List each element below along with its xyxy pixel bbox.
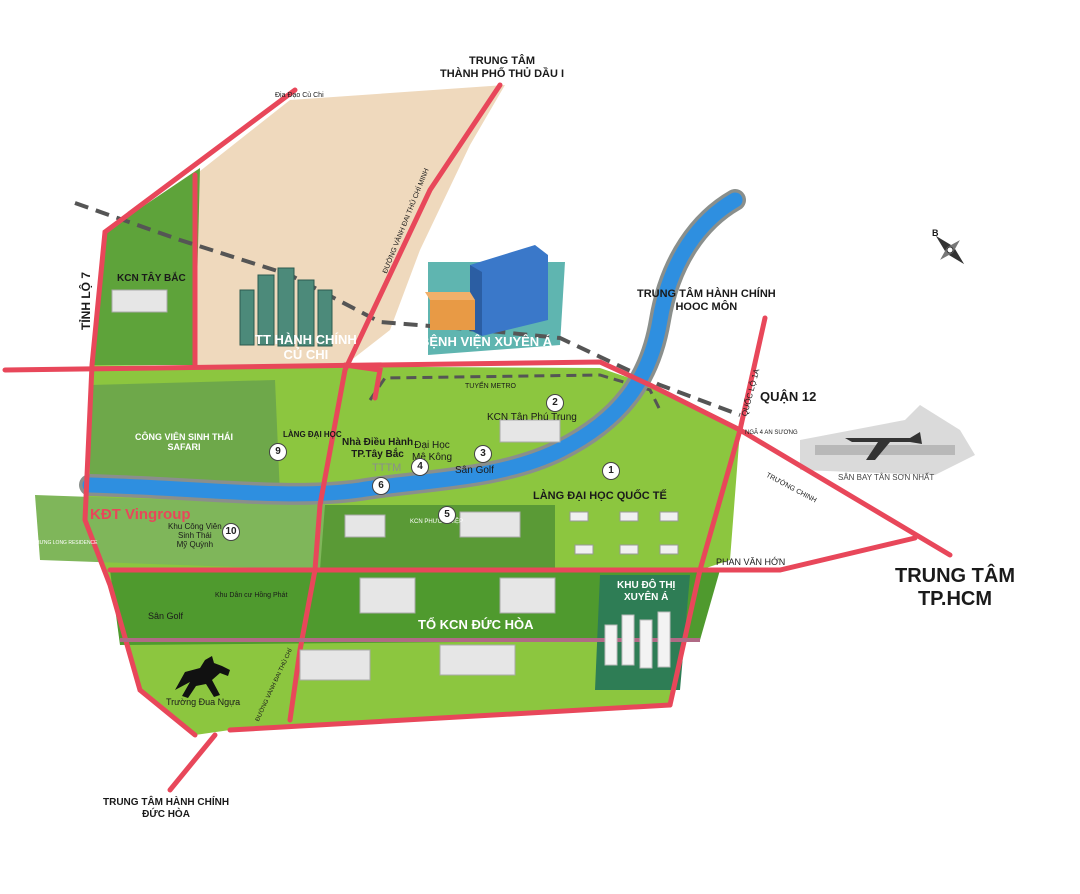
- kcn-tay-bac-zone: [92, 168, 200, 365]
- lang-dai-hoc-label: LÀNG ĐẠI HỌC: [283, 430, 342, 439]
- marker-9: 9: [269, 443, 287, 461]
- tt-duc-hoa-label: TRUNG TÂM HÀNH CHÍNH ĐỨC HÒA: [103, 797, 230, 820]
- san-bay-label: SÂN BAY TÂN SƠN NHẤT: [838, 473, 935, 482]
- compass-icon: [935, 235, 965, 265]
- khu-cong-vien-label: Khu Công Viên Sinh Thái Mỹ Quỳnh: [168, 522, 222, 550]
- river-water: [82, 192, 743, 502]
- airport-icon: [800, 405, 975, 475]
- kdt-vingroup-label: KĐT Vingroup: [90, 506, 191, 523]
- safari-zone: [90, 380, 280, 495]
- kcn-duc-hoa-label: TỔ KCN ĐỨC HÒA: [418, 617, 534, 632]
- lang-dai-hoc-quoc-te-label: LÀNG ĐẠI HỌC QUỐC TẾ: [533, 490, 667, 502]
- admin-towers-icon: [239, 267, 333, 347]
- quan-12-label: QUẬN 12: [760, 389, 817, 404]
- kcn-tay-bac-label: KCN TÂY BẮC: [117, 273, 186, 284]
- marker-1: 1: [602, 462, 620, 480]
- factory-buildings-icon: [111, 289, 561, 681]
- racehorse-icon: [175, 656, 230, 698]
- tttm-label: TTTM: [372, 462, 402, 474]
- marker-6: 6: [372, 477, 390, 495]
- university-cabins-icon: [569, 511, 679, 555]
- compass-letter: B: [932, 228, 939, 238]
- marker-3: 3: [474, 445, 492, 463]
- tuyen-metro-label: TUYẾN METRO: [465, 383, 516, 390]
- khu-do-thi-label: KHU ĐÔ THỊ XUYÊN Á: [617, 580, 676, 603]
- san-golf-2-label: Sân Golf: [148, 611, 184, 621]
- hospital-building-icon: [425, 245, 548, 336]
- urban-towers-icon: [604, 611, 671, 669]
- tt-hanh-chinh-cu-chi-label: TT HÀNH CHÍNH CỦ CHI: [255, 332, 357, 362]
- marker-4: 4: [411, 458, 429, 476]
- kcn-phuoc-hiep-label: KCN PHƯỚC HIỆP: [410, 519, 463, 525]
- dai-hoc-me-kong-label: Đại Học Mê Kông: [412, 440, 453, 463]
- nga-4-an-suong-label: NGÃ 4 AN SƯƠNG: [745, 430, 798, 436]
- kcn-tan-phu-trung-label: KCN Tân Phú Trung: [487, 412, 577, 423]
- marker-2: 2: [546, 394, 564, 412]
- tt-tphcm-label: TRUNG TÂM TP.HCM: [895, 565, 1015, 610]
- dia-dao-label: Địa Đạo Củ Chi: [275, 92, 324, 99]
- metro-branch: [368, 373, 662, 411]
- truong-dua-ngua-label: Trường Đua Ngựa: [166, 697, 241, 707]
- marker-5: 5: [438, 506, 456, 524]
- phan-van-hon-label: PHAN VĂN HỚN: [716, 557, 786, 567]
- cong-vien-safari-label: CÔNG VIÊN SINH THÁI SAFARI: [135, 432, 234, 453]
- san-golf-1-label: Sân Golf: [455, 465, 494, 476]
- nha-dieu-hanh-label: Nhà Điều Hành TP.Tây Bắc: [342, 437, 414, 460]
- vingroup-zone: [35, 495, 325, 570]
- khu-dan-cu-label: Khu Dân cư Hồng Phát: [215, 592, 288, 599]
- tt-hanh-chinh-hoc-mon-label: TRUNG TÂM HÀNH CHÍNH HOOC MÔN: [637, 288, 776, 313]
- hung-long-label: HƯNG LONG RESIDENCE: [36, 540, 98, 546]
- tt-thu-dau-mot-label: TRUNG TÂM THÀNH PHỐ THỦ DẦU I: [440, 55, 565, 80]
- marker-10: 10: [222, 523, 240, 541]
- benh-vien-xuyen-a-label: BỆNH VIỆN XUYÊN Á: [420, 334, 553, 349]
- tinh-lo-7-label: TỈNH LỘ 7: [79, 271, 93, 330]
